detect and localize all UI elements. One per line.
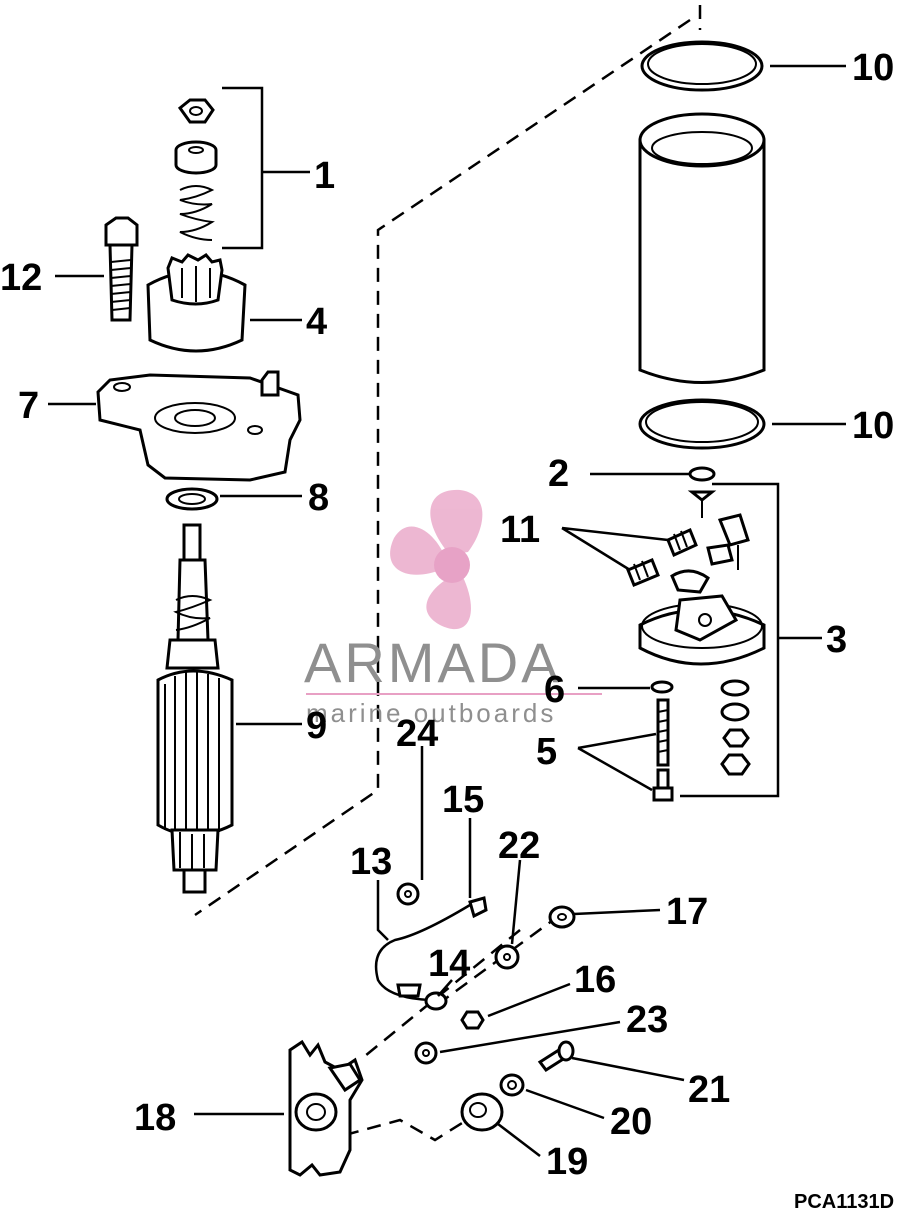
callout-20: 20	[610, 1101, 652, 1143]
part-20-washer	[499, 1073, 525, 1097]
part-21-screw	[537, 1040, 575, 1073]
propeller-logo-icon	[390, 489, 483, 630]
part-7-drive-end-frame	[96, 370, 302, 482]
callout-6: 6	[544, 669, 565, 711]
callout-3: 3	[826, 619, 847, 661]
callout-16: 16	[574, 959, 616, 1001]
callout-24: 24	[396, 713, 438, 755]
part-18-solenoid-bracket	[288, 1039, 364, 1177]
part-8-thrust-washer	[165, 487, 219, 511]
callout-labels: 1 2 3 4 5 6 7 8 9 10 10 11 12 13 14 15 1…	[0, 47, 894, 1183]
callout-8: 8	[308, 477, 329, 519]
watermark-brand: ARMADA	[304, 631, 562, 694]
callout-21: 21	[688, 1069, 730, 1111]
callout-23: 23	[626, 999, 668, 1041]
callout-19: 19	[546, 1141, 588, 1183]
part-5-through-bolts	[652, 698, 674, 802]
part-19-grommet	[460, 1092, 504, 1132]
callout-9: 9	[306, 705, 327, 747]
part-24-star-washer	[396, 882, 420, 906]
drawing-code: PCA1131D	[794, 1191, 894, 1213]
watermark: ARMADA marine outboards	[304, 489, 602, 728]
field-frame-housing	[638, 112, 766, 384]
callout-2: 2	[548, 453, 569, 495]
callout-11: 11	[500, 509, 540, 551]
callout-5: 5	[536, 731, 557, 773]
end-cap-hardware-stack	[720, 679, 751, 776]
callout-7: 7	[18, 385, 39, 427]
part-16-nut	[460, 1010, 485, 1030]
callout-22: 22	[498, 825, 540, 867]
callout-17: 17	[666, 891, 708, 933]
part-22-star-washer	[494, 944, 520, 970]
callout-10-top: 10	[852, 47, 894, 89]
part-4-drive-pinion	[146, 253, 247, 353]
part-9-armature	[156, 523, 234, 894]
callout-4: 4	[306, 301, 327, 343]
callout-12: 12	[0, 257, 42, 299]
watermark-tagline: marine outboards	[306, 698, 556, 728]
part-1-nut-spring-set	[174, 98, 218, 241]
callout-10-bottom: 10	[852, 405, 894, 447]
part-13-battery-cable	[374, 896, 488, 1011]
callout-18: 18	[134, 1097, 176, 1139]
callout-1: 1	[314, 155, 335, 197]
part-17-washer	[548, 905, 576, 929]
callout-15: 15	[442, 779, 484, 821]
part-12-bolt	[104, 216, 139, 322]
callout-14: 14	[428, 943, 470, 985]
part-10-o-ring-bottom	[638, 398, 766, 450]
part-11-brush-springs	[626, 513, 750, 594]
leader-lines	[48, 64, 846, 1157]
part-6-washer	[650, 680, 674, 694]
part-23-star-washer	[414, 1041, 438, 1065]
part-2-screw	[687, 466, 717, 518]
callout-13: 13	[350, 841, 392, 883]
part-3-commutator-end-cap	[638, 594, 766, 666]
part-10-o-ring-top	[640, 40, 764, 92]
